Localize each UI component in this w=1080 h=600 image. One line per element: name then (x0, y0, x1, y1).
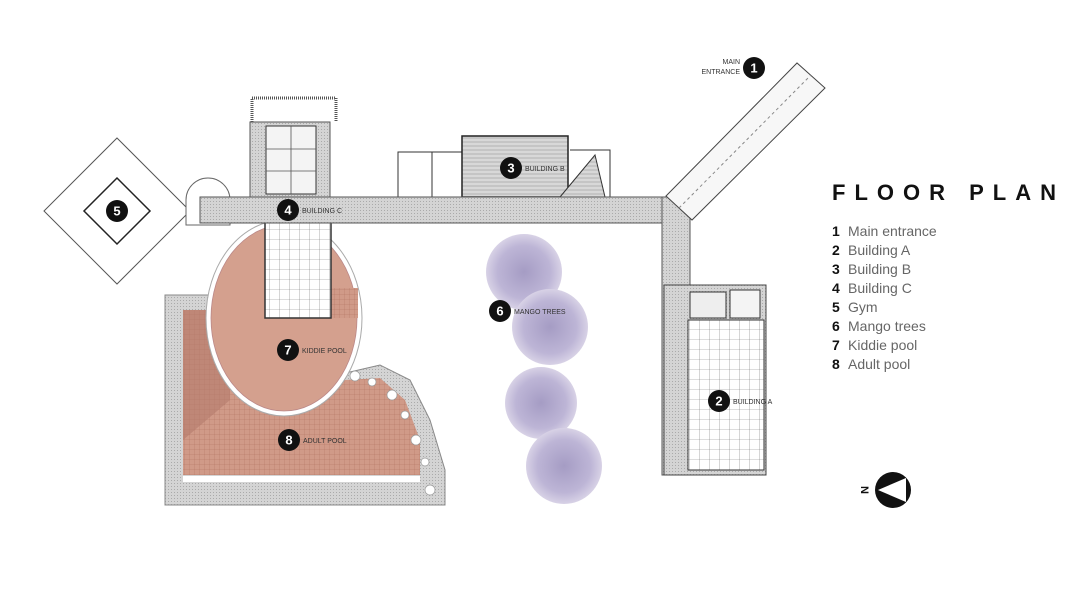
marker-1: 1 (743, 57, 765, 79)
label-kiddie-pool: KIDDIE POOL (302, 348, 347, 355)
marker-2: 2 (708, 390, 730, 412)
svg-text:6: 6 (496, 304, 503, 319)
main-entrance-ramp (665, 62, 826, 221)
svg-text:5: 5 (113, 204, 120, 219)
label-main-entrance-1: MAIN (723, 59, 741, 66)
label-mango-trees: MANGO TREES (514, 309, 566, 316)
marker-7: 7 (277, 339, 299, 361)
north-label: N (858, 486, 870, 494)
page-title: FLOOR PLAN (832, 180, 1065, 205)
svg-text:1: 1 (750, 61, 757, 76)
svg-text:8: 8 (285, 433, 292, 448)
lap-pool (264, 221, 332, 319)
svg-text:2: 2 (715, 394, 722, 409)
svg-text:4: 4 (284, 203, 292, 218)
building-c (249, 96, 338, 199)
marker-8: 8 (278, 429, 300, 451)
marker-3: 3 (500, 157, 522, 179)
label-building-a: BUILDING A (733, 399, 773, 406)
marker-6: 6 (489, 300, 511, 322)
label-building-b: BUILDING B (525, 166, 565, 173)
svg-text:3: 3 (507, 161, 514, 176)
building-a (663, 284, 767, 476)
label-main-entrance-2: ENTRANCE (701, 69, 740, 76)
marker-5: 5 (106, 200, 128, 222)
north-arrow-icon: N (858, 472, 911, 508)
label-building-c: BUILDING C (302, 208, 342, 215)
label-adult-pool: ADULT POOL (303, 438, 347, 445)
mango-trees (486, 234, 602, 504)
svg-text:7: 7 (284, 343, 291, 358)
marker-4: 4 (277, 199, 299, 221)
